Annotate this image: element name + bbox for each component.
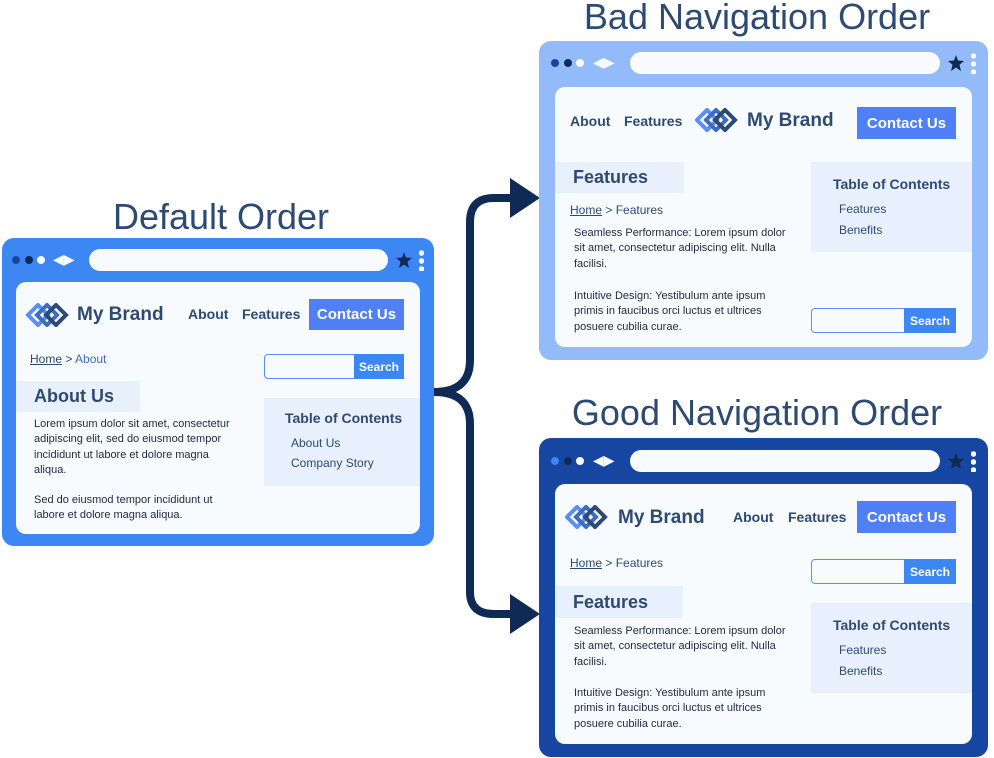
contact-us-button[interactable]: Contact Us (857, 107, 956, 139)
toc-item[interactable]: About Us (291, 436, 341, 450)
search-input[interactable] (811, 559, 905, 584)
brand-logo-icon[interactable] (565, 505, 609, 529)
contact-us-button[interactable]: Contact Us (309, 299, 404, 330)
page-heading: About Us (16, 381, 140, 412)
nav-about[interactable]: About (188, 306, 229, 322)
toc-item[interactable]: Company Story (291, 456, 374, 470)
nav-about[interactable]: About (733, 509, 774, 525)
breadcrumb-separator: > (62, 352, 76, 366)
toc-item[interactable]: Features (839, 643, 887, 657)
bad-order-title: Bad Navigation Order (583, 0, 931, 37)
toc-item[interactable]: Benefits (839, 223, 883, 237)
breadcrumb-separator: > (602, 556, 616, 570)
breadcrumb-current: About (75, 352, 107, 366)
breadcrumb-current: Features (615, 556, 664, 570)
back-forward-icon[interactable]: ◀▶ (53, 251, 75, 267)
window-dot (564, 457, 572, 465)
brand-logo-icon[interactable] (26, 303, 70, 327)
breadcrumb: Home > Features (570, 556, 663, 570)
toc-item[interactable]: Benefits (839, 664, 883, 678)
arrowhead-good (510, 594, 540, 634)
breadcrumb-home-link[interactable]: Home (570, 203, 603, 217)
window-dot (12, 256, 20, 264)
star-icon[interactable] (948, 453, 964, 469)
table-of-contents (264, 398, 420, 486)
arrowhead-bad (510, 178, 540, 218)
menu-dots-icon[interactable] (419, 249, 424, 271)
breadcrumb: Home > About (30, 352, 106, 366)
window-dot (37, 256, 45, 264)
body-paragraph: Seamless Performance: Lorem ipsum dolor … (574, 625, 786, 668)
toc-item[interactable]: Features (839, 202, 887, 216)
window-dot (564, 59, 572, 67)
table-of-contents (811, 603, 972, 693)
address-bar[interactable] (89, 249, 388, 271)
window-dot (551, 457, 559, 465)
default-order-title: Default Order (112, 196, 330, 237)
menu-dots-icon[interactable] (971, 52, 976, 74)
window-dot (551, 59, 559, 67)
search-button[interactable]: Search (354, 354, 404, 379)
toc-title: Table of Contents (833, 617, 951, 633)
breadcrumb: Home > Features (570, 203, 663, 217)
search-input[interactable] (264, 354, 355, 379)
window-dot (25, 256, 33, 264)
contact-us-button[interactable]: Contact Us (857, 501, 956, 533)
brand-name[interactable]: My Brand (618, 507, 705, 528)
breadcrumb-current: Features (615, 203, 664, 217)
star-icon[interactable] (396, 252, 412, 268)
address-bar[interactable] (630, 52, 940, 74)
breadcrumb-home-link[interactable]: Home (570, 556, 603, 570)
nav-features[interactable]: Features (788, 509, 847, 525)
breadcrumb-home-link[interactable]: Home (30, 352, 63, 366)
address-bar[interactable] (630, 450, 940, 472)
search-input[interactable] (811, 308, 905, 333)
arrow-to-bad (433, 194, 515, 396)
brand-logo-icon[interactable] (695, 108, 739, 132)
nav-about[interactable]: About (570, 113, 611, 129)
breadcrumb-separator: > (602, 203, 616, 217)
star-icon[interactable] (948, 55, 964, 71)
toc-title: Table of Contents (833, 176, 951, 192)
search-button[interactable]: Search (904, 559, 956, 584)
back-forward-icon[interactable]: ◀▶ (593, 452, 615, 468)
menu-dots-icon[interactable] (971, 450, 976, 472)
window-dot (576, 59, 584, 67)
brand-name[interactable]: My Brand (747, 110, 834, 131)
window-dot (576, 457, 584, 465)
body-paragraph: Seamless Performance: Lorem ipsum dolor … (574, 227, 786, 270)
page-heading: Features (555, 586, 683, 618)
search-button[interactable]: Search (904, 308, 956, 333)
toc-title: Table of Contents (285, 410, 403, 426)
nav-features[interactable]: Features (242, 306, 301, 322)
body-paragraph: Intuitive Design: Yestibulum ante ipsum … (574, 290, 766, 333)
arrow-to-good (433, 388, 515, 618)
nav-features[interactable]: Features (624, 113, 683, 129)
body-paragraph: Lorem ipsum dolor sit amet, consectetur … (34, 418, 230, 476)
table-of-contents (811, 162, 972, 252)
back-forward-icon[interactable]: ◀▶ (593, 54, 615, 70)
body-paragraph: Sed do eiusmod tempor incididunt ut labo… (34, 494, 213, 522)
brand-name[interactable]: My Brand (77, 304, 164, 325)
page-heading: Features (555, 162, 684, 193)
body-paragraph: Intuitive Design: Yestibulum ante ipsum … (574, 687, 766, 730)
good-order-title: Good Navigation Order (571, 392, 943, 433)
